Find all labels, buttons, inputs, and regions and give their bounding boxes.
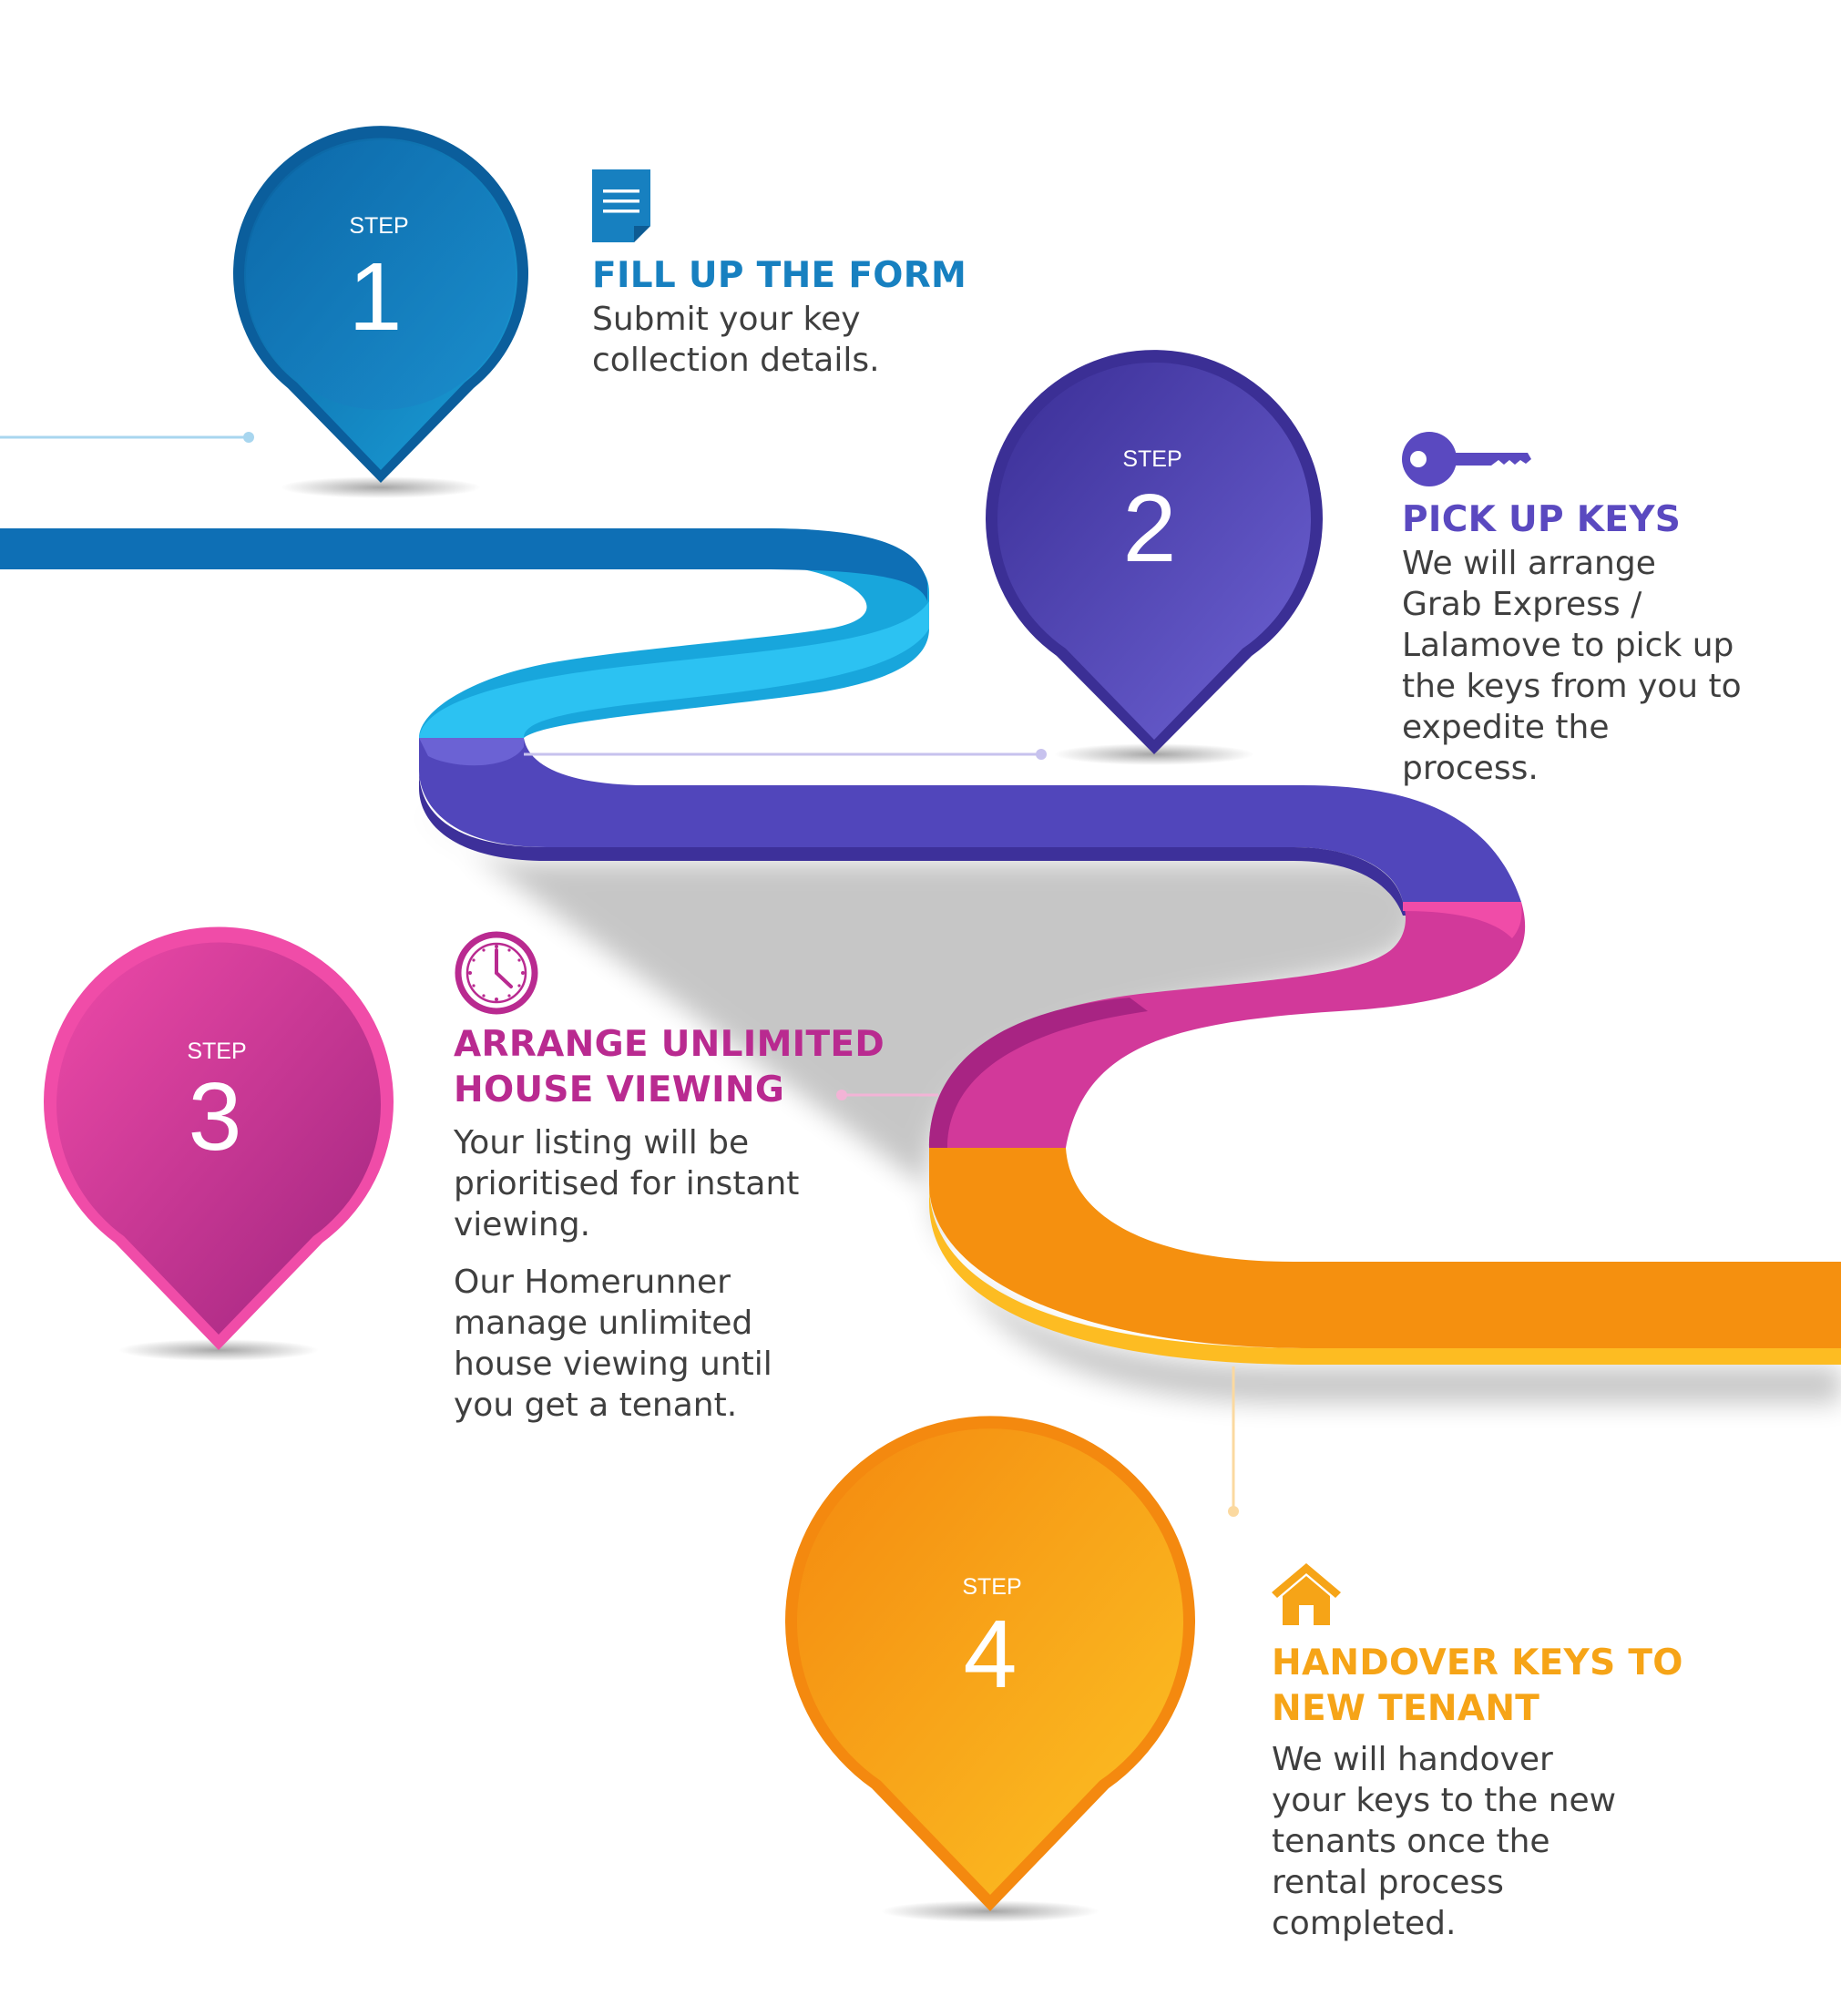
- road-segment-4: [929, 1148, 1841, 1348]
- step-1-pin: STEP 1: [232, 126, 528, 498]
- step-1-description: Submit your key collection details.: [592, 301, 880, 379]
- clock-icon: [455, 931, 538, 1015]
- step-1-label: STEP: [349, 213, 408, 239]
- step-3-text: ARRANGE UNLIMITED HOUSE VIEWING Your lis…: [454, 1022, 927, 1426]
- step-2-pin: STEP 2: [986, 350, 1324, 765]
- step-4-text: HANDOVER KEYS TO NEW TENANT We will hand…: [1272, 1641, 1745, 1944]
- step-4-number: 4: [964, 1601, 1018, 1708]
- road: [0, 528, 1841, 1403]
- step-3-description-2: Our Homerunner manage unlimited house vi…: [454, 1264, 772, 1424]
- connectors: [0, 432, 1239, 1517]
- step-2-label: STEP: [1122, 446, 1181, 472]
- step-2-description: We will arrange Grab Express / Lalamove …: [1402, 545, 1742, 787]
- step-1-text: FILL UP THE FORM Submit your key collect…: [592, 253, 975, 381]
- step-4-description: We will handover your keys to the new te…: [1272, 1741, 1617, 1942]
- step-3-pin: STEP 3: [44, 926, 394, 1361]
- step-3-label: STEP: [187, 1039, 246, 1064]
- key-icon: [1402, 432, 1531, 486]
- step-2-text: PICK UP KEYS We will arrange Grab Expres…: [1402, 497, 1821, 789]
- house-icon: [1272, 1563, 1341, 1625]
- step-4-pin: STEP 4: [785, 1416, 1195, 1922]
- road-segment-2: [419, 738, 1521, 902]
- step-3-title: ARRANGE UNLIMITED HOUSE VIEWING: [454, 1024, 885, 1110]
- step-3-description-1: Your listing will be prioritised for ins…: [454, 1124, 800, 1243]
- form-document-icon: [592, 169, 650, 242]
- step-4-title: HANDOVER KEYS TO NEW TENANT: [1272, 1642, 1683, 1729]
- step-1-number: 1: [349, 243, 403, 351]
- step-3-number: 3: [189, 1063, 242, 1171]
- step-2-title: PICK UP KEYS: [1402, 499, 1682, 540]
- step-2-number: 2: [1123, 475, 1177, 582]
- road-segment-3: [929, 902, 1526, 1148]
- step-4-label: STEP: [962, 1574, 1021, 1600]
- step-1-title: FILL UP THE FORM: [592, 255, 967, 296]
